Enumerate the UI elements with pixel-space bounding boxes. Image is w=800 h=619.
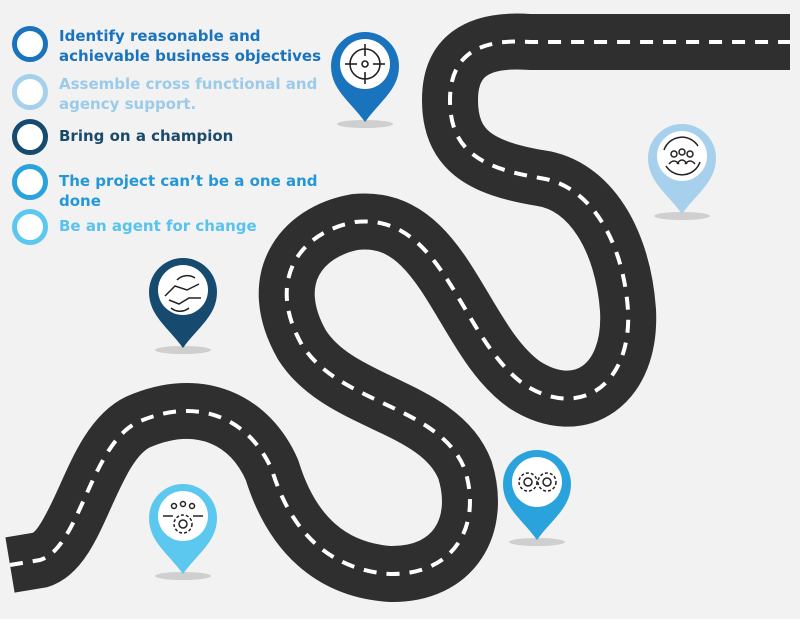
legend-item-label: Bring on a champion [59,127,234,145]
marker-shadow [155,346,211,354]
marker-shadow [509,538,565,546]
marker-agent-for-change [149,484,217,580]
marker-face [657,131,707,181]
marker-shadow [654,212,710,220]
gear-people-icon [163,500,203,534]
legend-ring [12,164,48,200]
legend-ring [12,74,48,110]
road-center-line [9,39,790,577]
legend-ring [12,26,48,62]
marker-one-and-done [503,450,571,546]
legend-item-label: Be an agent for change [59,217,257,235]
legend-item-objectives: Identify reasonable and achievable busin… [12,24,342,65]
legend-item-label: The project can’t be a one and done [59,172,318,210]
legend-ring [12,119,48,155]
marker-face [158,265,208,315]
legend-item-cross-functional: Assemble cross functional and agency sup… [12,72,342,113]
marker-objectives [331,32,399,128]
legend-item-champion: Bring on a champion [12,119,342,159]
legend-item-label: Assemble cross functional and agency sup… [59,75,318,113]
handshake-icon [164,274,201,312]
marker-cross-functional [648,124,716,220]
target-icon [345,44,385,84]
road [5,13,790,602]
gears-icon [518,472,557,492]
legend-item-label: Identify reasonable and achievable busin… [59,27,322,65]
marker-champion [149,258,217,354]
marker-shadow [337,120,393,128]
marker-face [340,39,390,89]
legend-item-agent-for-change: Be an agent for change [12,209,342,249]
marker-face [158,491,208,541]
legend-item-one-and-done: The project can’t be a one and done [12,164,342,210]
legend-ring [12,209,48,245]
marker-shadow [155,572,211,580]
team-cycle-icon [663,136,701,176]
